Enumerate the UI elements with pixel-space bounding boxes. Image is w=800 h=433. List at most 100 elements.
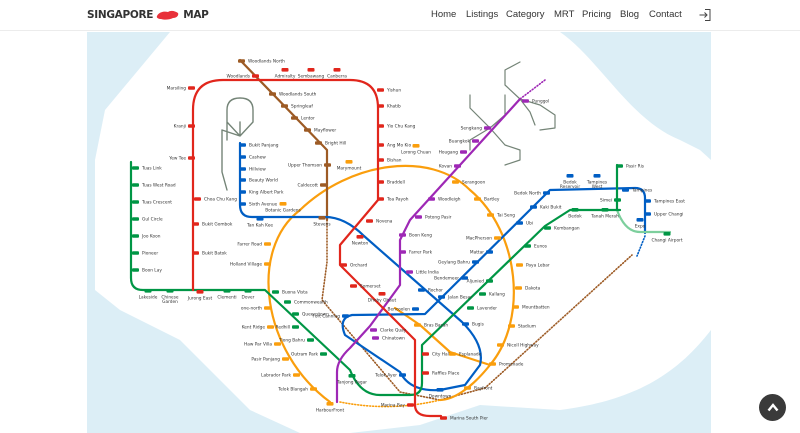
station[interactable]: Bishan	[377, 158, 402, 164]
station[interactable]: Woodleigh	[428, 197, 461, 203]
station[interactable]: Queenstown	[292, 312, 329, 318]
station[interactable]: Kent Ridge	[242, 325, 274, 331]
station[interactable]: Toa Payoh	[377, 197, 409, 203]
station[interactable]: Hillview	[239, 167, 266, 173]
station[interactable]: Tai Seng	[487, 213, 515, 219]
station[interactable]: Tuas Link	[132, 166, 162, 172]
nav-blog[interactable]: Blog	[620, 9, 640, 20]
station[interactable]: Esplanade	[449, 352, 482, 358]
station[interactable]: Hougang	[439, 150, 467, 156]
station[interactable]: Marina South Pier	[440, 416, 488, 422]
station[interactable]: Yishun	[377, 88, 401, 94]
station[interactable]: Bencoolen	[388, 307, 420, 313]
scroll-to-top-button[interactable]	[759, 394, 786, 421]
station[interactable]: Lentor	[291, 116, 315, 122]
station[interactable]: Yio Chu Kang	[377, 124, 416, 130]
station[interactable]: Jalan Besar	[438, 295, 472, 301]
station[interactable]: Bedok North	[514, 191, 550, 197]
station[interactable]: Rochor	[418, 288, 443, 294]
station[interactable]: Woodlands South	[269, 92, 317, 98]
sign-in-icon[interactable]	[698, 8, 712, 22]
station[interactable]: Boon Lay	[132, 268, 162, 274]
station[interactable]: Aljunied	[467, 279, 493, 285]
station[interactable]: Ubi	[516, 221, 533, 227]
station[interactable]: Sengkang	[461, 126, 491, 132]
station[interactable]: Expo	[635, 218, 646, 230]
station[interactable]: Bartley	[474, 197, 500, 203]
station[interactable]: Novena	[366, 219, 393, 225]
station[interactable]: Tanjong Pagar	[336, 374, 367, 386]
station[interactable]: HarbourFront	[316, 402, 345, 414]
station[interactable]: MacPherson	[466, 236, 501, 242]
station[interactable]: Tiong Bahru	[278, 338, 314, 344]
station[interactable]: Sembawang	[298, 68, 325, 80]
station[interactable]: Beauty World	[239, 178, 278, 184]
station[interactable]: Mountbatten	[512, 305, 550, 311]
station[interactable]: Ang Mo Kio	[377, 143, 411, 149]
station[interactable]: Tuas Crescent	[132, 200, 172, 206]
station[interactable]: Choa Chu Kang	[194, 197, 237, 203]
nav-listings[interactable]: Listings	[466, 9, 499, 20]
station[interactable]: Chinatown	[372, 336, 405, 342]
station[interactable]: Bras Basah	[414, 323, 448, 329]
station[interactable]: Downtown	[429, 388, 452, 400]
station[interactable]: Bayfront	[464, 386, 493, 392]
station[interactable]: Bright Hill	[315, 141, 346, 147]
station[interactable]: Tampines	[622, 188, 653, 194]
station[interactable]: Outram Park	[291, 352, 327, 358]
station[interactable]: Potong Pasir	[415, 215, 452, 221]
station[interactable]: Kaki Bukit	[530, 205, 562, 211]
station[interactable]: Kovan	[439, 164, 461, 170]
station[interactable]: Telok Blangah	[277, 387, 317, 393]
station[interactable]: Lakeside	[139, 289, 158, 301]
station[interactable]: City Hall	[422, 352, 450, 358]
station[interactable]: Holland Village	[230, 262, 271, 268]
station[interactable]: Upper Changi	[644, 212, 683, 218]
station[interactable]: Simei	[600, 198, 621, 204]
station[interactable]: Bukit Batok	[192, 251, 227, 257]
station[interactable]: Sixth Avenue	[239, 202, 278, 208]
station[interactable]: Farrer Park	[399, 250, 433, 256]
station[interactable]: Tanah Merah	[590, 208, 619, 220]
station[interactable]: Tampines East	[644, 199, 685, 205]
station[interactable]: Cashew	[239, 155, 266, 161]
station[interactable]: Little India	[406, 270, 439, 276]
station[interactable]: Lavender	[467, 306, 497, 312]
station[interactable]: Labrador Park	[261, 373, 300, 379]
station[interactable]: Kembangan	[544, 226, 580, 232]
site-logo[interactable]: SINGAPORE MAP	[87, 8, 209, 22]
station[interactable]: Gul Circle	[132, 217, 163, 223]
station[interactable]: Bendemeer	[434, 276, 468, 282]
station[interactable]: Buona Vista	[272, 290, 308, 296]
station[interactable]: Dover	[242, 289, 255, 301]
station[interactable]: Eunos	[524, 244, 548, 250]
station[interactable]: Newton	[352, 235, 369, 247]
station[interactable]: Kranji	[174, 124, 195, 130]
station[interactable]: Geylang Bahru	[438, 260, 479, 266]
station[interactable]: Marina Bay	[381, 403, 414, 409]
nav-home[interactable]: Home	[431, 9, 457, 20]
station[interactable]: Marsiling	[167, 86, 195, 92]
station[interactable]: Joo Koon	[132, 234, 161, 240]
station[interactable]: King Albert Park	[239, 190, 284, 196]
station[interactable]: Kallang	[479, 292, 505, 298]
station[interactable]: Farrer Road	[237, 242, 271, 248]
station[interactable]: Khatib	[377, 104, 401, 110]
station[interactable]: Braddell	[377, 180, 405, 186]
station[interactable]: Changi Airport	[651, 232, 683, 244]
station[interactable]: Paya Lebar	[516, 263, 550, 269]
station[interactable]: Lorong Chuan	[401, 144, 431, 156]
station[interactable]: Admiralty	[275, 68, 296, 80]
station[interactable]: Haw Par Villa	[244, 342, 281, 348]
station[interactable]: Tan Kah Kee	[246, 217, 273, 229]
station[interactable]: Telok Ayer	[374, 373, 406, 379]
station[interactable]: Clarke Quay	[370, 328, 407, 334]
station[interactable]: Buangkok	[449, 139, 479, 145]
station[interactable]: Bedok	[568, 208, 582, 220]
station[interactable]: Mattar	[470, 250, 493, 256]
station[interactable]: Dhoby Ghaut	[368, 292, 397, 304]
station[interactable]: Promenade	[489, 362, 524, 368]
